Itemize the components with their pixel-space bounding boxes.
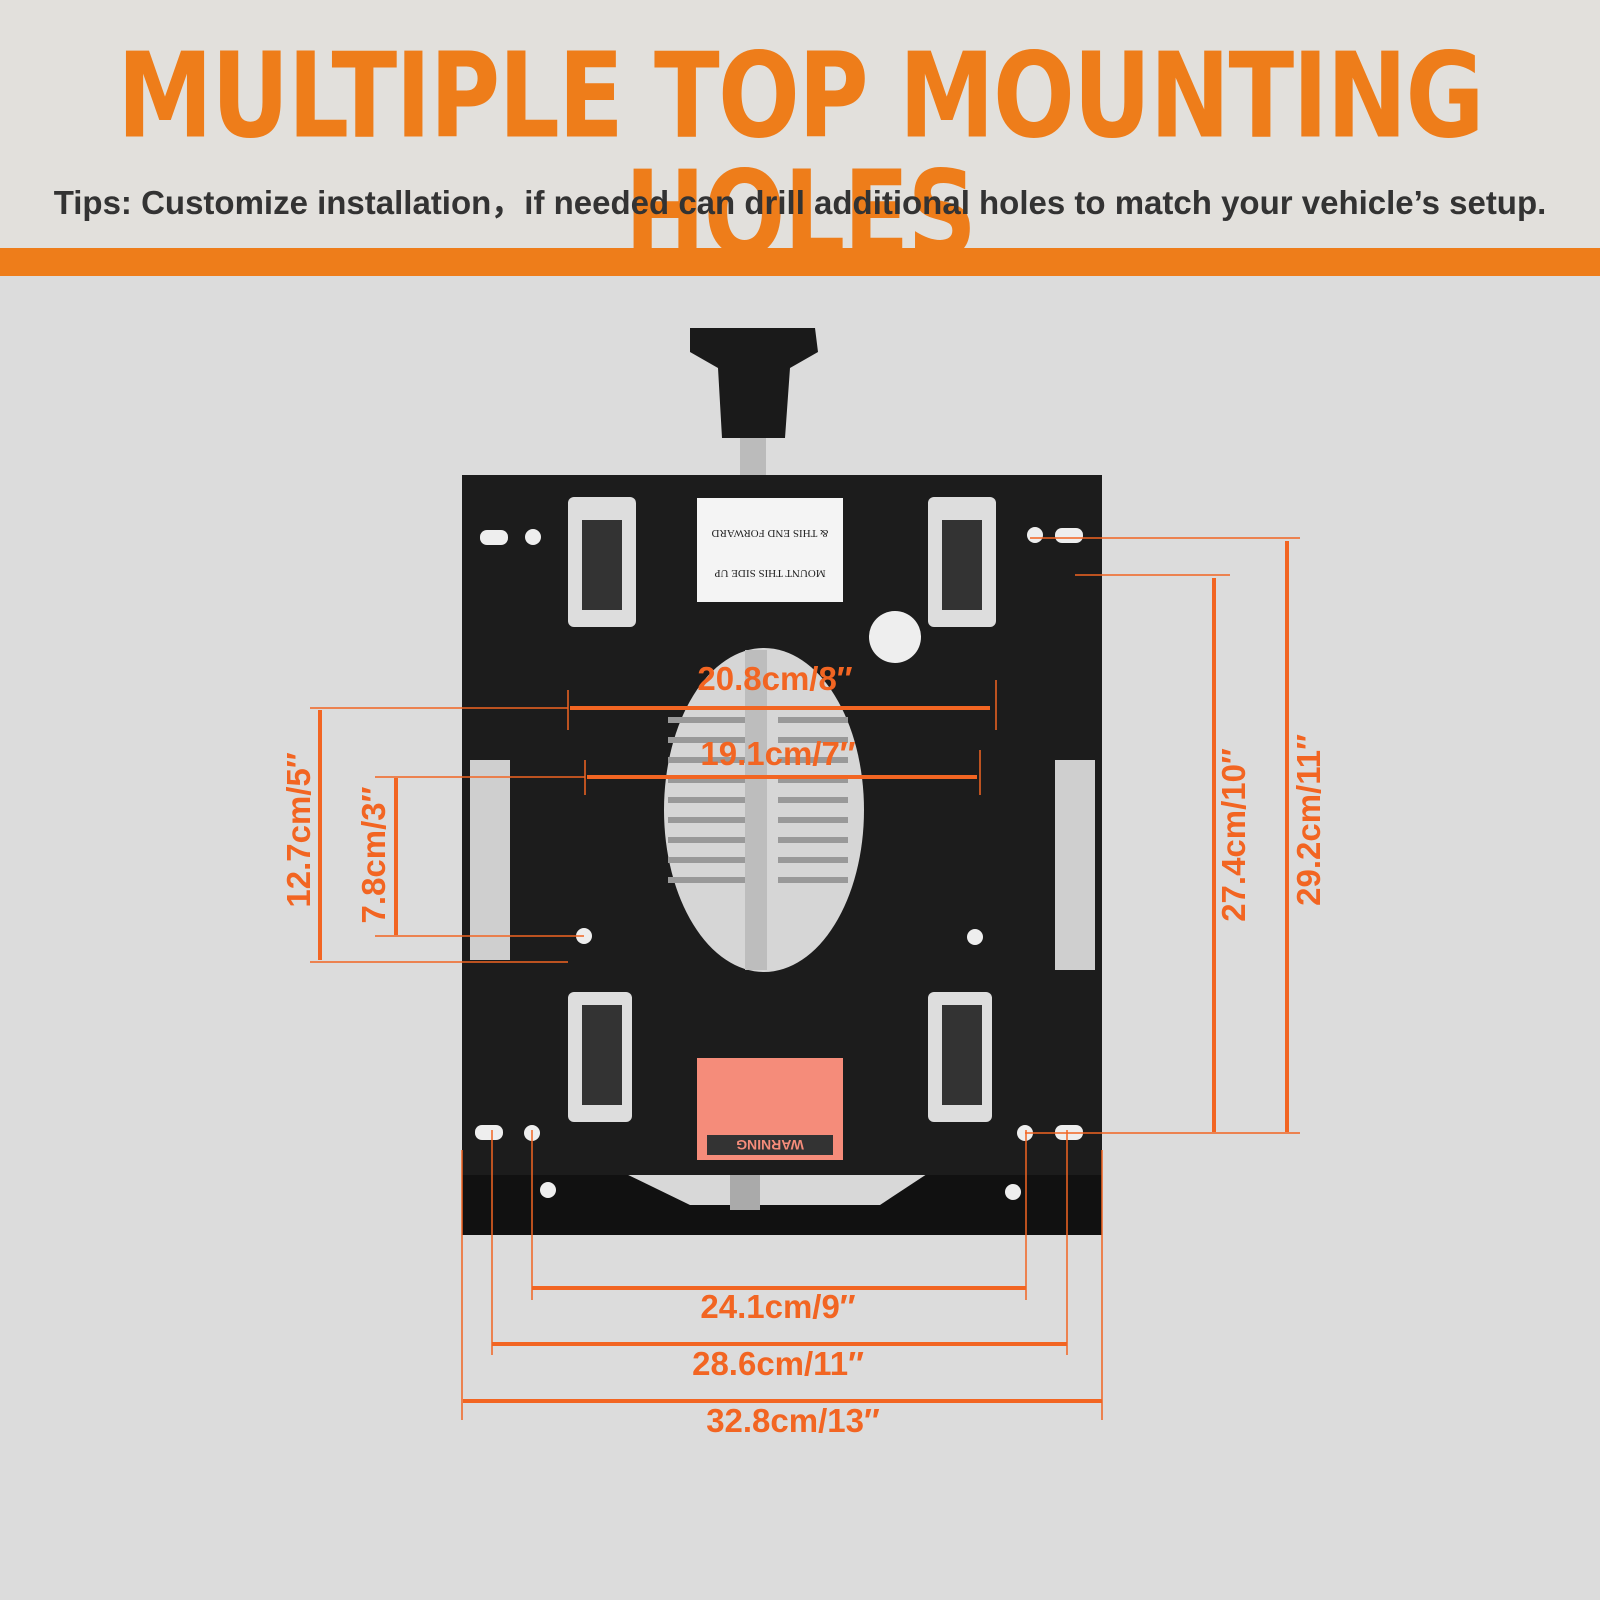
accent-band (0, 248, 1600, 276)
sticker-line-forward: & THIS END FORWARD (712, 527, 829, 539)
warning-sticker: WARNING (697, 1058, 843, 1160)
dimension-32-8: 32.8cm/13″ (706, 1402, 880, 1439)
dimension-19-1: 19.1cm/7″ (700, 735, 855, 772)
header: MULTIPLE TOP MOUNTING HOLES Tips: Custom… (0, 0, 1600, 273)
adjust-knob (690, 328, 818, 475)
tips-text: Tips: Customize installation，if needed c… (53, 184, 1547, 221)
dimension-20-8: 20.8cm/8″ (697, 660, 852, 697)
dimension-28-6: 28.6cm/11″ (692, 1345, 864, 1382)
sticker-mount-direction: MOUNT THIS SIDE UP & THIS END FORWARD (697, 498, 843, 602)
dimension-12-7: 12.7cm/5″ (280, 752, 317, 907)
dimension-lines (318, 541, 1289, 1403)
dimension-24-1: 24.1cm/9″ (700, 1288, 855, 1325)
page-title: MULTIPLE TOP MOUNTING HOLES (117, 28, 1484, 283)
sticker-line-mount: MOUNT THIS SIDE UP (714, 567, 825, 579)
dimension-7-8: 7.8cm/3″ (355, 786, 392, 923)
dimension-29-2: 29.2cm/11″ (1290, 734, 1327, 906)
warning-label: WARNING (736, 1137, 804, 1153)
dimension-27-4: 27.4cm/10″ (1215, 748, 1252, 922)
extension-lines (310, 537, 1300, 1420)
